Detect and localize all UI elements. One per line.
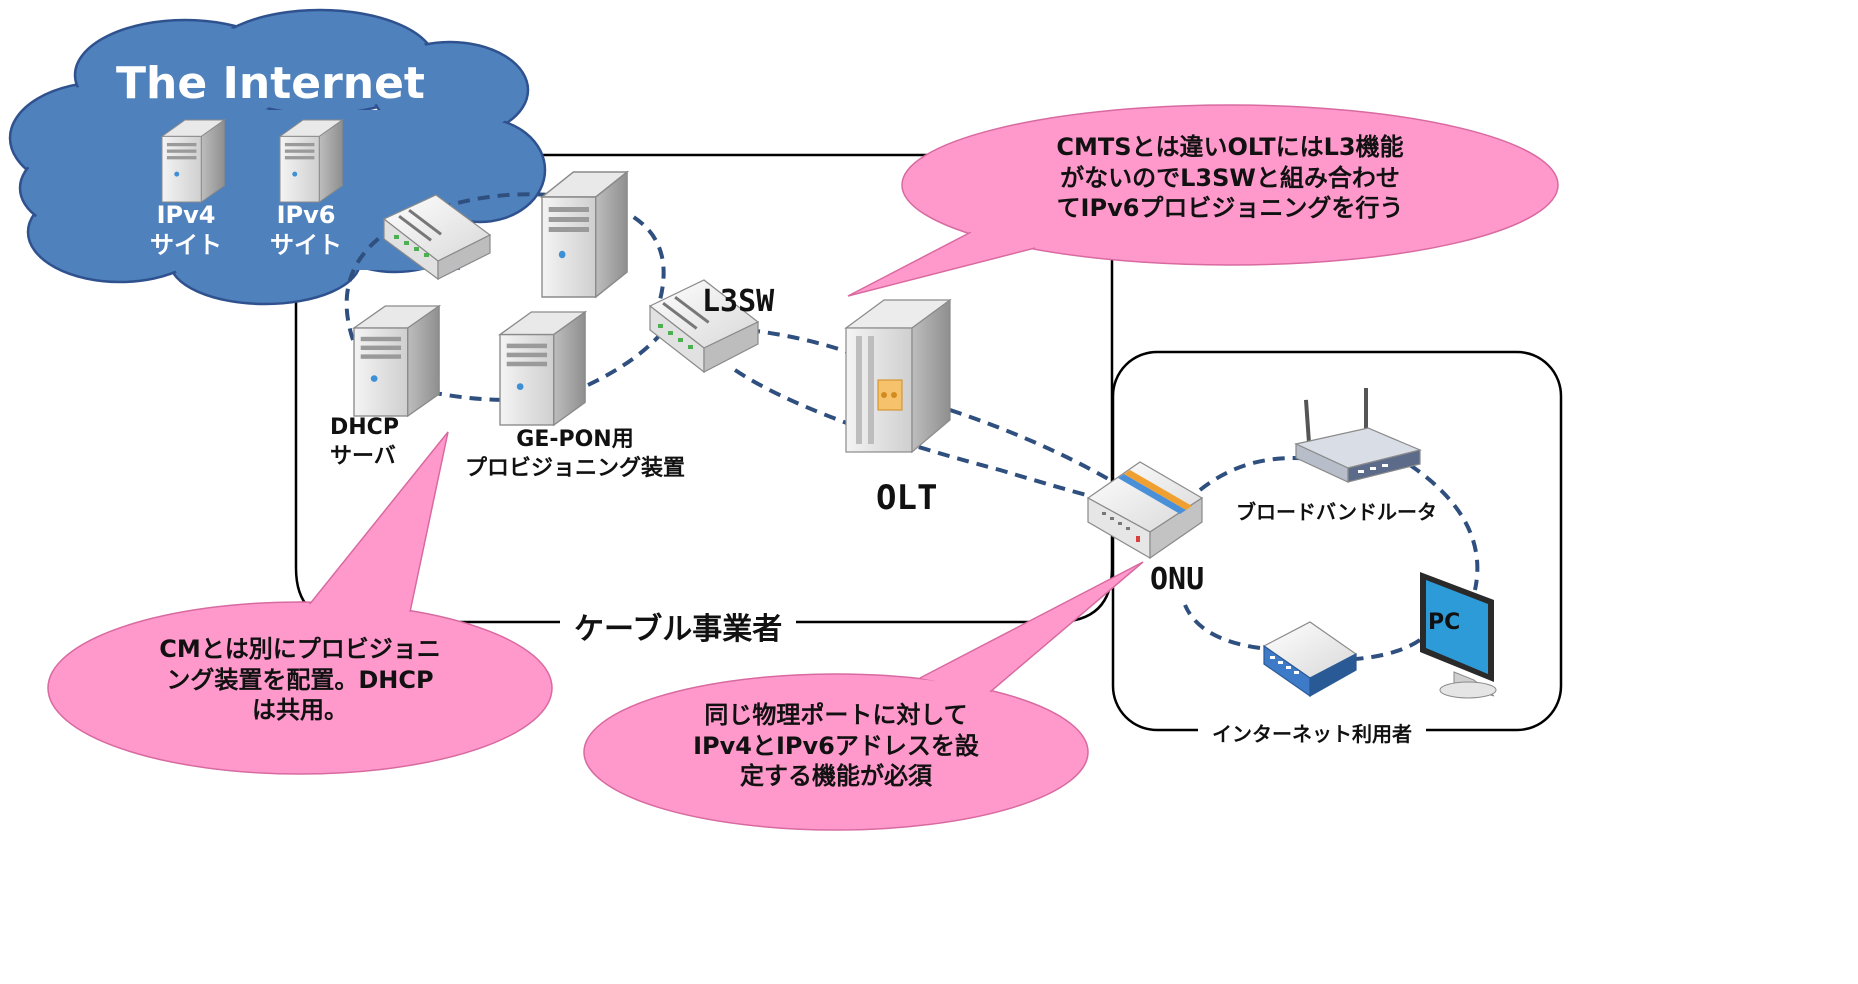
- callout-bottom-center-line-1: 同じ物理ポートに対して: [704, 701, 968, 729]
- dhcp-server-line-1: DHCP: [330, 415, 399, 440]
- ipv4-server-icon: [161, 119, 225, 203]
- broadband-router-label: ブロードバンドルータ: [1236, 500, 1437, 524]
- callout-top-right-line-1: CMTSとは違いOLTにはL3機能: [1056, 133, 1404, 161]
- callout-top-right-line-2: がないのでL3SWと組み合わせ: [1060, 163, 1400, 192]
- callout-top-right-text: CMTSとは違いOLTにはL3機能 がないのでL3SWと組み合わせ てIPv6プ…: [940, 132, 1520, 224]
- ge-pon-line-1: GE-PON用: [516, 427, 634, 452]
- user-switch-icon: [1262, 621, 1358, 698]
- dhcp-server-line-2: サーバ: [330, 443, 396, 469]
- ipv6-site-label: IPv6 サイト: [270, 200, 342, 260]
- ipv4-site-label: IPv4 サイト: [150, 200, 222, 260]
- pc-icon: [1420, 572, 1497, 699]
- l3sw-icon: [648, 279, 760, 374]
- cable-operator-label: ケーブル事業者: [560, 604, 797, 648]
- callout-bottom-center-text: 同じ物理ポートに対して IPv4とIPv6アドレスを設 定する機能が必須: [616, 700, 1056, 792]
- edge-switch-icon: [382, 194, 492, 281]
- link-l3sw-olt: [747, 328, 849, 354]
- olt-label: OLT: [876, 478, 938, 518]
- olt-icon: [844, 298, 952, 454]
- callout-bottom-left-line-2: ング装置を配置。DHCP: [166, 665, 434, 694]
- link-core-ring: [344, 192, 666, 341]
- callout-bottom-center-line-3: 定する機能が必須: [740, 762, 932, 791]
- ipv6-server-icon: [279, 119, 343, 203]
- callout-bottom-center-line-2: IPv4とIPv6アドレスを設: [693, 731, 979, 760]
- callout-bottom-left-line-1: CMとは別にプロビジョニ: [159, 635, 441, 663]
- callout-bottom-left-text: CMとは別にプロビジョニ ング装置を配置。DHCP は共用。: [80, 634, 520, 726]
- ipv4-site-line-1: IPv4: [156, 201, 216, 229]
- provisioning-server-icon: [499, 311, 586, 426]
- callout-top-right-line-3: てIPv6プロビジョニングを行う: [1056, 194, 1404, 223]
- ipv4-site-line-2: サイト: [150, 231, 222, 259]
- link-dhcp-provisioning: [429, 390, 511, 402]
- callout-bottom-left-line-3: は共用。: [252, 696, 348, 725]
- link-l3sw-onu: [733, 368, 1091, 498]
- link-provisioning-l3sw: [587, 328, 666, 387]
- network-diagram: [8, 8, 1563, 831]
- link-user-ring: [1183, 456, 1480, 662]
- l3sw-label: L3SW: [702, 284, 775, 319]
- link-olt-onu: [949, 408, 1111, 482]
- internet-title: The Internet: [116, 58, 425, 109]
- dhcp-server-icon: [353, 305, 440, 417]
- server-icon: [541, 171, 628, 298]
- onu-icon: [1086, 461, 1204, 560]
- ipv6-site-line-1: IPv6: [276, 201, 336, 229]
- ipv6-site-line-2: サイト: [270, 231, 342, 259]
- ge-pon-label: GE-PON用 プロビジョニング装置: [455, 426, 695, 483]
- pc-label: PC: [1428, 610, 1461, 635]
- broadband-router-icon: [1294, 388, 1422, 483]
- ge-pon-line-2: プロビジョニング装置: [464, 455, 685, 481]
- network-links: [344, 192, 1480, 662]
- onu-label: ONU: [1150, 562, 1205, 597]
- internet-user-label: インターネット利用者: [1198, 718, 1426, 747]
- dhcp-server-label: DHCP サーバ: [330, 414, 399, 471]
